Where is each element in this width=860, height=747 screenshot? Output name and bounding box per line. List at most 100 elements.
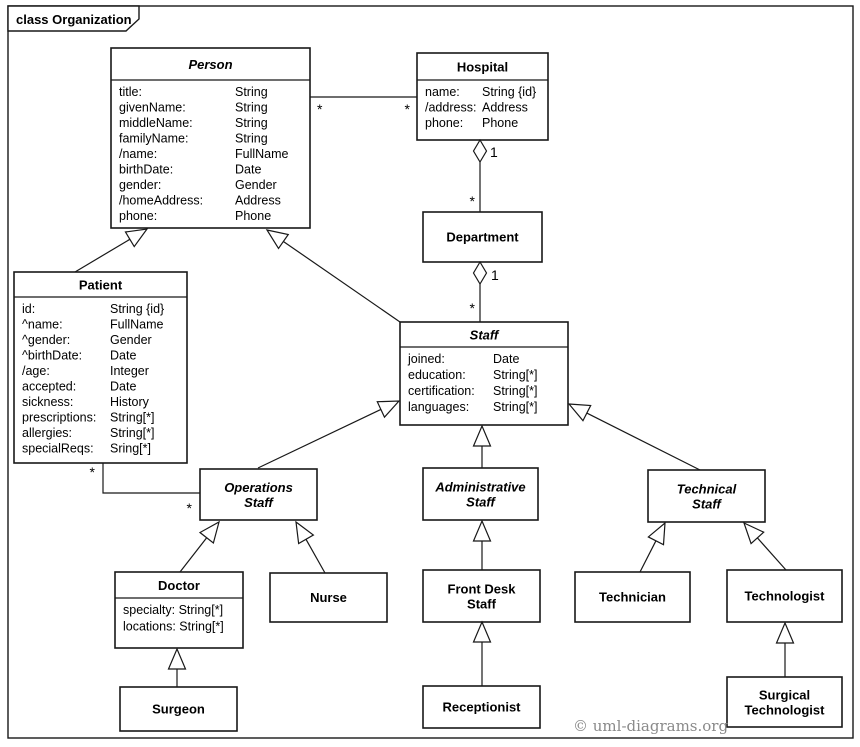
inheritance-line: [586, 412, 701, 471]
class-technologist: Technologist: [726, 569, 843, 623]
generalization-nurse-to-operations-staff: [295, 520, 326, 574]
class-nurse: Nurse: [269, 572, 388, 623]
hollow-triangle-arrowhead: [167, 647, 187, 670]
attribute: locations: String[*]: [123, 620, 224, 634]
class-staff: Staffjoined:Dateeducation:String[*]certi…: [399, 321, 569, 426]
class-person: Persontitle:StringgivenName:Stringmiddle…: [110, 47, 311, 229]
class-box-administrative-staff: [422, 467, 539, 521]
class-name-front-desk-staff: Staff: [467, 597, 497, 612]
hollow-diamond: [472, 138, 488, 164]
attribute-name: id:: [22, 302, 35, 316]
attribute-type: String[*]: [493, 400, 537, 414]
class-box-nurse: [269, 572, 388, 623]
generalization-technical-staff-to-staff: [567, 403, 701, 471]
inheritance-line: [74, 238, 131, 273]
class-box-technical-staff: [647, 469, 766, 523]
attribute-type: Date: [235, 163, 261, 177]
generalization-technologist-to-technical-staff: [742, 521, 787, 571]
class-box-staff: [399, 321, 569, 426]
hollow-triangle-arrowhead: [265, 229, 290, 250]
attribute-type: FullName: [235, 147, 289, 161]
frame-tab-label: class Organization: [16, 12, 132, 27]
class-name-staff: Staff: [470, 328, 500, 343]
generalization-administrative-staff-to-staff: [472, 424, 492, 468]
class-name-receptionist: Receptionist: [442, 700, 521, 715]
association-person-hospital: **: [310, 96, 417, 117]
hollow-triangle-arrowhead: [472, 519, 492, 542]
attribute-type: String[*]: [493, 384, 537, 398]
aggregation-hospital-department: 1*: [470, 138, 498, 212]
attribute-type: Gender: [110, 333, 152, 347]
class-box-patient: [13, 271, 188, 464]
attribute-name: gender:: [119, 178, 161, 192]
multiplicity-label: 1: [491, 267, 499, 283]
attribute-name: birthDate:: [119, 163, 173, 177]
generalization-technician-to-technical-staff: [639, 521, 666, 573]
class-name-technologist: Technologist: [745, 589, 826, 604]
inheritance-line: [756, 537, 787, 571]
class-name-department: Department: [446, 230, 519, 245]
attribute-name: specialReqs:: [22, 442, 94, 456]
attribute-name: allergies:: [22, 426, 72, 440]
class-name-front-desk-staff: Front Desk: [448, 582, 517, 597]
attribute-name: sickness:: [22, 395, 73, 409]
class-name-administrative-staff: Administrative: [434, 480, 525, 495]
attribute-name: /age:: [22, 364, 50, 378]
frame-border: [7, 5, 854, 739]
attribute-name: phone:: [119, 209, 157, 223]
generalization-patient-to-person: [74, 228, 149, 273]
class-name-doctor: Doctor: [158, 578, 200, 593]
frame-tab: [7, 5, 140, 32]
inheritance-line: [179, 537, 208, 573]
multiplicity-label: *: [470, 300, 476, 316]
multiplicity-label: *: [90, 464, 96, 480]
attribute-name: familyName:: [119, 132, 188, 146]
generalization-surgical-technologist-to-technologist: [775, 621, 795, 677]
attribute-name: languages:: [408, 400, 469, 414]
attribute-type: Phone: [235, 209, 271, 223]
attribute-name: phone:: [425, 116, 463, 130]
attribute-name: ^gender:: [22, 333, 70, 347]
generalization-operations-staff-to-staff: [257, 400, 401, 469]
attribute-type: Sring[*]: [110, 442, 151, 456]
attribute-name: name:: [425, 85, 460, 99]
multiplicity-label: *: [317, 101, 323, 117]
hollow-triangle-arrowhead: [295, 520, 315, 545]
hollow-triangle-arrowhead: [376, 400, 401, 419]
class-surgeon: Surgeon: [119, 686, 238, 732]
attribute-type: String {id}: [482, 85, 536, 99]
class-doctor: Doctor specialty: String[*] locations: Str…: [114, 571, 244, 649]
hollow-triangle-arrowhead: [124, 228, 149, 248]
generalization-front-desk-staff-to-administrative-staff: [472, 519, 492, 570]
multiplicity-label: *: [405, 101, 411, 117]
attribute-name: middleName:: [119, 116, 193, 130]
class-name-hospital: Hospital: [457, 60, 508, 75]
class-box-technologist: [726, 569, 843, 623]
multiplicity-label: 1: [490, 144, 498, 160]
inheritance-line: [639, 540, 657, 573]
attribute-name: education:: [408, 368, 466, 382]
attribute: specialty: String[*]: [123, 603, 223, 617]
copyright-text: © uml-diagrams.org: [573, 717, 728, 735]
attribute-type: String[*]: [110, 411, 154, 425]
hollow-triangle-arrowhead: [742, 521, 765, 545]
hollow-diamond: [472, 260, 488, 286]
attribute-name: prescriptions:: [22, 411, 96, 425]
hollow-triangle-arrowhead: [198, 520, 220, 545]
class-box-surgeon: [119, 686, 238, 732]
attribute-type: String: [235, 85, 268, 99]
generalization-surgeon-to-doctor: [167, 647, 187, 687]
class-name-operations-staff: Operations: [224, 480, 293, 495]
attribute-type: String: [235, 132, 268, 146]
hollow-triangle-arrowhead: [472, 424, 492, 447]
hollow-triangle-arrowhead: [472, 620, 492, 643]
attribute-type: String: [235, 116, 268, 130]
hollow-triangle-arrowhead: [647, 521, 666, 546]
attribute-type: Address: [482, 101, 528, 115]
class-name-surgeon: Surgeon: [152, 702, 205, 717]
